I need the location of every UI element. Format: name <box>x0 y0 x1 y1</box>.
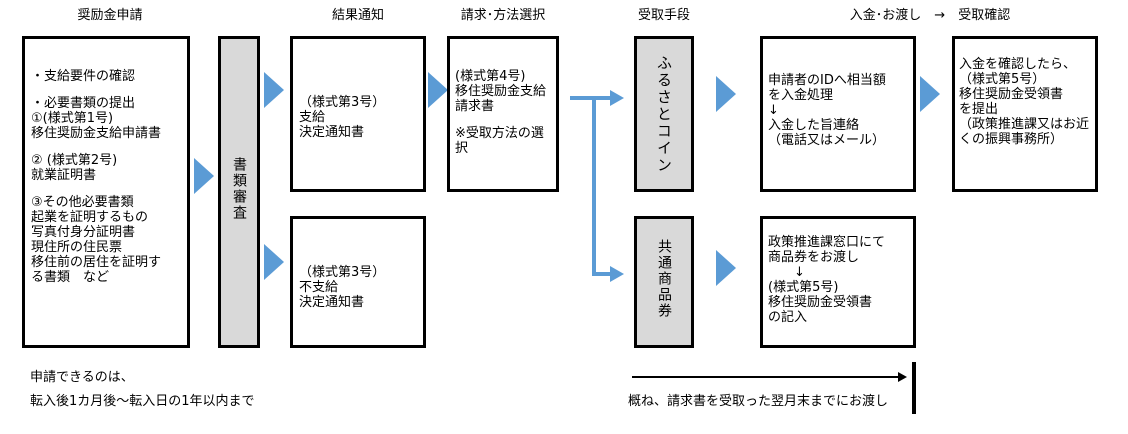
coin-payment-lines: 申請者のIDへ相当額を入金処理↓入金した旨連絡（電話又はメール） <box>768 73 913 148</box>
review-box: 書類審査 <box>218 36 260 348</box>
text-line: ③その他必要書類 <box>31 195 134 210</box>
connector-arrowhead-top <box>610 90 624 106</box>
arrow-to-approval <box>264 72 284 108</box>
rejection-lines: （様式第3号）不支給決定通知書 <box>299 265 423 310</box>
text-line: 申請者のIDへ相当額 <box>768 73 886 88</box>
text-line: ↓ <box>768 103 779 118</box>
voucher-lines: 政策推進課窓口にて商品券をお渡し ↓(様式第5号)移住奨励金受領書の記入 <box>768 235 913 325</box>
footer-left-line1: 申請できるのは、 <box>30 370 134 385</box>
text-line: 移住奨励金支給 <box>455 84 547 99</box>
coin-confirm-box: 入金を確認したら、（様式第5号）移住奨励金受領書を提出（政策推進課又はお近くの振… <box>952 36 1098 192</box>
text-line: 移住前の居住を証明す <box>31 255 162 270</box>
header-receive-means: 受取手段 <box>637 8 690 23</box>
text-line: 写真付身分証明書 <box>31 225 136 240</box>
text-line: ※受取方法の選 <box>455 126 544 141</box>
connector-horizontal-bottom <box>592 272 612 276</box>
text-line: 就業証明書 <box>31 168 97 183</box>
text-line: （様式第5号） <box>959 72 1046 87</box>
arrow-to-voucher <box>716 250 736 286</box>
rejection-box: （様式第3号）不支給決定通知書 <box>290 216 426 348</box>
text-line: 移住奨励金受領書 <box>768 295 873 310</box>
text-line: ①(様式第1号) <box>31 111 114 126</box>
common-voucher-label: 共通商品券 <box>656 239 672 319</box>
footer-right: 概ね、請求書を受取った翌月末までにお渡し <box>628 394 889 409</box>
text-line: 入金を確認したら、 <box>959 57 1077 72</box>
arrow-to-coin-payment <box>716 76 736 112</box>
approval-lines: （様式第3号）支給決定通知書 <box>299 95 423 140</box>
arrow-to-review <box>194 158 214 194</box>
text-line: 請求書 <box>455 99 495 114</box>
text-line: くの振興事務所） <box>959 132 1064 147</box>
coin-confirm-lines: 入金を確認したら、（様式第5号）移住奨励金受領書を提出（政策推進課又はお近くの振… <box>959 57 1095 147</box>
text-line: 商品券をお渡し <box>768 250 860 265</box>
common-voucher-box: 共通商品券 <box>634 216 694 348</box>
connector-horizontal <box>570 96 612 100</box>
text-line: 政策推進課窓口にて <box>768 235 886 250</box>
text-line: 決定通知書 <box>299 125 365 140</box>
text-line: を提出 <box>959 102 999 117</box>
header-application: 奨励金申請 <box>77 8 143 23</box>
review-label: 書類審査 <box>231 157 247 221</box>
text-line: る書類 など <box>31 270 110 285</box>
connector-arrowhead-bottom <box>610 266 624 282</box>
text-line: （政策推進課又はお近 <box>959 117 1090 132</box>
arrow-to-rejection <box>264 244 284 280</box>
text-line: （様式第3号） <box>299 265 386 280</box>
text-line: 支給 <box>299 110 326 125</box>
text-line: 移住奨励金支給申請書 <box>31 126 162 141</box>
text-line: ↓ <box>768 265 805 280</box>
billing-box: (様式第4号)移住奨励金支給請求書 ※受取方法の選択 <box>447 36 559 192</box>
approval-box: （様式第3号）支給決定通知書 <box>290 36 426 192</box>
line-gap <box>31 84 187 96</box>
line-gap <box>455 114 556 126</box>
text-line: 起業を証明するもの <box>31 210 149 225</box>
arrow-to-billing <box>428 72 448 108</box>
text-line: 不支給 <box>299 280 339 295</box>
text-line: 移住奨励金受領書 <box>959 87 1064 102</box>
furusato-coin-label: ふるさとコイン <box>655 55 673 174</box>
text-line: （様式第3号） <box>299 95 386 110</box>
timeline-end-bar <box>912 362 916 414</box>
text-line: ・必要書類の提出 <box>31 96 136 111</box>
billing-lines: (様式第4号)移住奨励金支給請求書 ※受取方法の選択 <box>455 69 556 156</box>
text-line: の記入 <box>768 310 808 325</box>
footer-left-line2: 転入後1カ月後～転入日の1年以内まで <box>30 394 255 409</box>
text-line: (様式第5号) <box>768 280 839 295</box>
timeline-arrowhead <box>898 372 907 382</box>
furusato-coin-box: ふるさとコイン <box>634 36 694 192</box>
text-line: を入金処理 <box>768 88 834 103</box>
line-gap <box>31 183 187 195</box>
connector-vertical <box>592 96 596 276</box>
text-line: 決定通知書 <box>299 295 365 310</box>
voucher-box: 政策推進課窓口にて商品券をお渡し ↓(様式第5号)移住奨励金受領書の記入 <box>760 216 916 348</box>
text-line: 入金した旨連絡 <box>768 118 860 133</box>
coin-payment-box: 申請者のIDへ相当額を入金処理↓入金した旨連絡（電話又はメール） <box>760 36 916 192</box>
text-line: 択 <box>455 141 469 156</box>
header-result: 結果通知 <box>331 8 384 23</box>
header-payment: 入金･お渡し → 受取確認 <box>849 8 1011 23</box>
timeline-line <box>632 376 902 378</box>
arrow-to-confirm <box>920 76 940 112</box>
text-line: （電話又はメール） <box>768 133 886 148</box>
header-billing: 請求･方法選択 <box>460 8 546 23</box>
text-line: ② (様式第2号) <box>31 153 118 168</box>
text-line: 現住所の住民票 <box>31 240 123 255</box>
text-line: (様式第4号) <box>455 69 526 84</box>
text-line: ・支給要件の確認 <box>31 69 136 84</box>
line-gap <box>31 141 187 153</box>
